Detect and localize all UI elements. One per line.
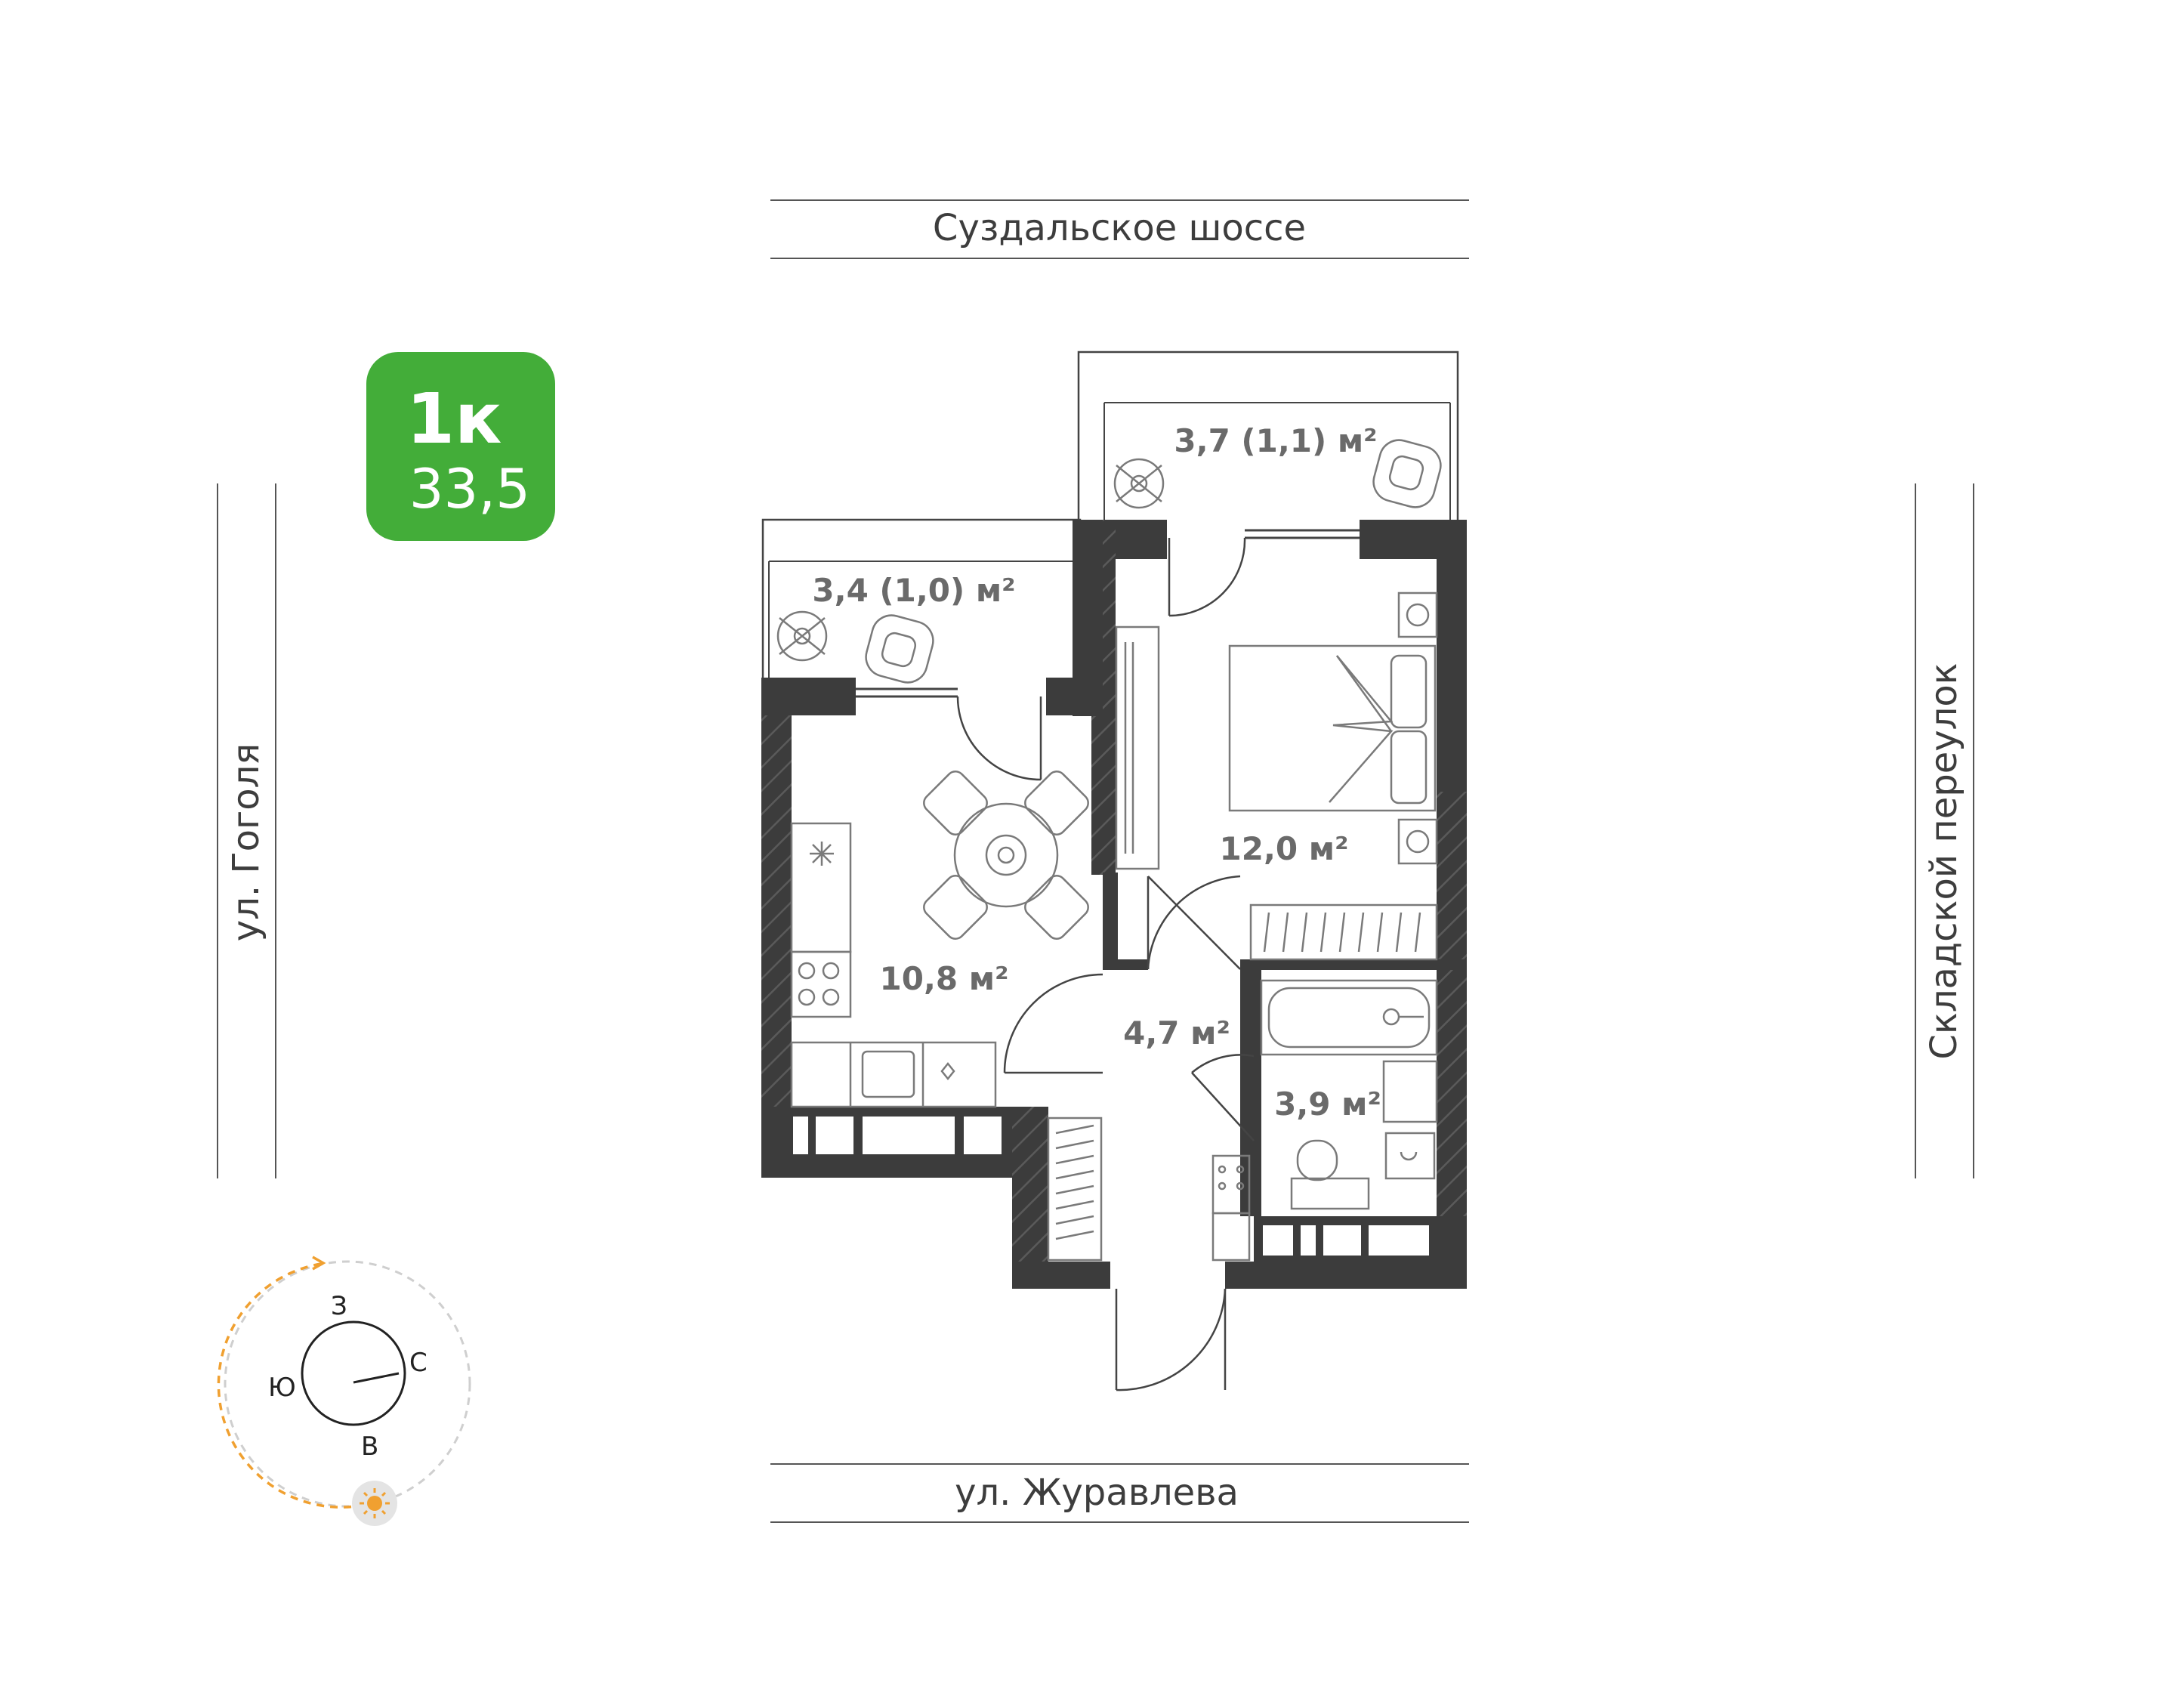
street-right: Складской переулок: [1915, 483, 1974, 1178]
nightstand-bottom: [1397, 818, 1438, 865]
street-bottom: ул. Журавлева: [770, 1463, 1469, 1523]
bathroom-area: 3,9 м²: [1274, 1086, 1381, 1123]
fridge-icon: [810, 842, 834, 866]
compass-south: Ю: [268, 1373, 296, 1403]
compass-east: В: [361, 1432, 378, 1462]
toilet: [1290, 1139, 1370, 1210]
apartment-type: 1к: [406, 378, 502, 459]
double-bed: [1228, 644, 1437, 812]
street-label-bottom: ул. Журавлева: [955, 1472, 1239, 1514]
plant-icon: [776, 610, 828, 662]
armchair-icon: [865, 614, 934, 684]
bedroom-wardrobe: [1249, 903, 1438, 961]
hallway-area: 4,7 м²: [1123, 1015, 1230, 1052]
balcony-right: [1077, 351, 1459, 521]
compass-north: С: [409, 1348, 427, 1378]
armchair-icon: [1372, 439, 1442, 508]
compass-west: З: [331, 1291, 347, 1321]
street-top: Суздальское шоссе: [770, 199, 1469, 259]
hall-closet: [1047, 1117, 1103, 1262]
bedroom-area: 12,0 м²: [1220, 830, 1349, 867]
doors: [956, 537, 1255, 1391]
balcony-right-area: 3,7 (1,1) м²: [1174, 422, 1377, 459]
plant-icon: [1113, 458, 1165, 509]
kitchen-counter: [790, 822, 997, 1108]
apartment-badge: 1к 33,5: [366, 352, 555, 541]
bathroom-window: [1263, 1225, 1429, 1256]
street-label-right: Складской переулок: [1923, 663, 1965, 1059]
street-label-left: ул. Гоголя: [225, 743, 267, 941]
dining-table: [923, 771, 1089, 940]
street-left: ул. Гоголя: [217, 483, 276, 1178]
sink: [1382, 1060, 1438, 1180]
apartment-total-area: 33,5: [409, 457, 530, 520]
bathtub: [1260, 979, 1438, 1056]
sun-icon: [352, 1481, 397, 1526]
nightstand-top: [1397, 591, 1438, 638]
kitchen-window: [793, 1117, 1002, 1154]
hallway-wardrobe: [1115, 625, 1160, 870]
kitchen-area: 10,8 м²: [880, 960, 1009, 997]
street-label-top: Суздальское шоссе: [933, 207, 1306, 249]
balcony-left-area: 3,4 (1,0) м²: [812, 572, 1015, 609]
washing-machine: [1211, 1154, 1251, 1262]
compass: З С Ю В: [217, 1256, 471, 1526]
